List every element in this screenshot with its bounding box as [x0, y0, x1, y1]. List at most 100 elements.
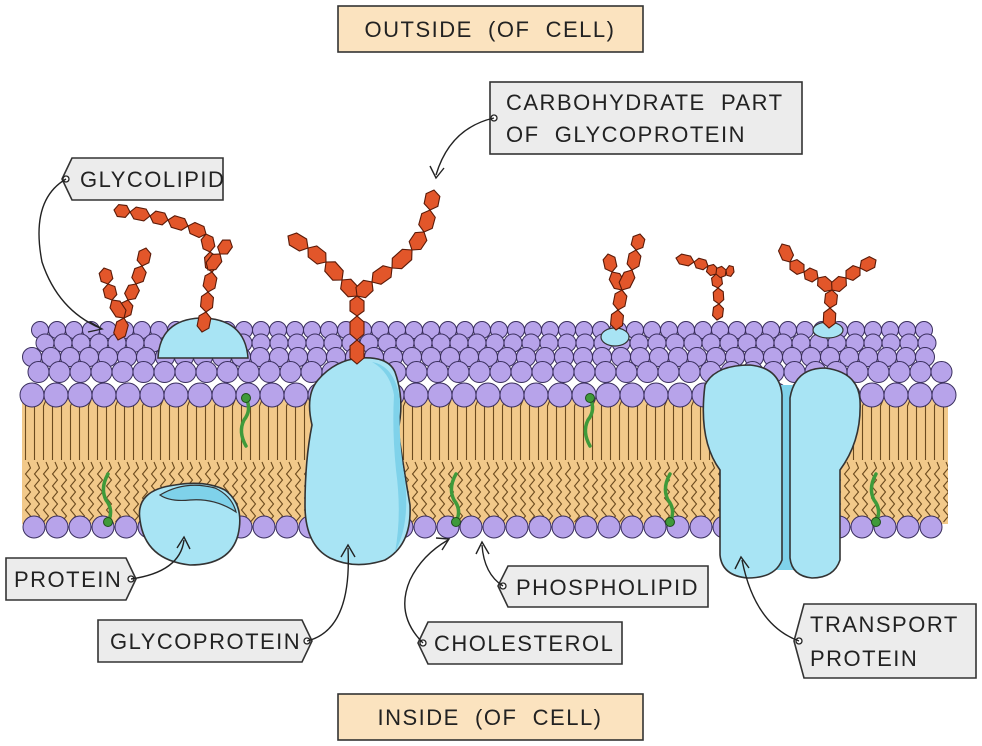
sugar-unit — [217, 239, 233, 255]
lipid-tail — [69, 400, 74, 460]
sugar-unit — [355, 279, 374, 299]
carbohydrate-label-box: CARBOHYDRATE PART OF GLYCOPROTEIN — [429, 81, 803, 180]
lipid-tail — [690, 461, 698, 523]
sugar-unit — [418, 209, 436, 233]
sugar-unit — [102, 283, 118, 301]
lipid-tail — [258, 400, 263, 460]
phospholipid-head — [174, 361, 197, 383]
sugar-unit — [712, 287, 725, 305]
glycoprotein-leader-line — [306, 547, 350, 642]
lipid-tail — [276, 461, 284, 523]
phospholipid-head — [258, 361, 281, 383]
sugar-unit — [630, 233, 646, 251]
sugar-unit — [618, 269, 636, 291]
phospholipid-head — [859, 382, 885, 408]
lipid-tail — [105, 461, 113, 523]
lipid-tail — [114, 461, 122, 523]
sugar-unit — [113, 203, 131, 219]
lipid-tail — [258, 461, 266, 523]
cholesterol-tail — [663, 472, 675, 524]
lipid-tail — [672, 400, 677, 460]
phospholipid-head — [187, 382, 213, 408]
phospholipid-head — [195, 361, 218, 383]
phospholipid-head — [574, 515, 598, 539]
phospholipid-head — [68, 515, 92, 539]
lipid-tail — [24, 400, 29, 460]
lipid-tail — [519, 461, 527, 523]
lipid-tail — [303, 400, 308, 460]
lipid-tail — [483, 461, 491, 523]
cholesterol-head — [103, 517, 113, 527]
lipid-tail — [249, 461, 257, 523]
sugar-unit — [408, 231, 428, 251]
sugar-unit — [307, 245, 327, 265]
phospholipid-leader-line — [481, 544, 504, 587]
sugar-unit — [817, 275, 833, 293]
lipid-tail — [645, 461, 653, 523]
lipid-tail — [141, 400, 146, 460]
lipid-tail — [906, 400, 911, 460]
glycoprotein-label: GLYCOPROTEIN — [110, 629, 301, 654]
sugar-unit — [371, 265, 393, 285]
membrane-proteins — [138, 317, 861, 579]
lipid-tail — [87, 400, 92, 460]
lipid-tail — [843, 461, 851, 523]
lipid-tail — [663, 400, 668, 460]
cholesterol-head — [451, 517, 461, 527]
lipid-tail — [492, 400, 497, 460]
glycoprotein-shade — [372, 362, 407, 552]
lipid-tail — [51, 400, 56, 460]
sugar-unit — [349, 295, 365, 317]
lipid-tail — [87, 461, 95, 523]
lipid-tail — [591, 461, 599, 523]
lipid-tail — [132, 461, 140, 523]
cholesterol-label-box: CHOLESTEROL — [404, 537, 623, 665]
phospholipid-head — [426, 361, 449, 383]
lipid-tail — [537, 461, 545, 523]
phospholipid-head — [90, 361, 113, 383]
cholesterol-molecules — [101, 393, 881, 527]
sugar-unit — [202, 271, 218, 293]
carbohydrate-leader-line — [435, 117, 495, 176]
lipid-tail — [897, 461, 905, 523]
lipid-tail — [510, 461, 518, 523]
lipid-tail — [420, 400, 425, 460]
lipid-tail — [42, 461, 50, 523]
lipid-tail — [249, 400, 254, 460]
phospholipid-head — [883, 382, 909, 408]
transport-arrowhead — [734, 555, 750, 570]
phospholipid-head — [573, 361, 596, 383]
lipid-tail — [294, 400, 299, 460]
phospholipid-head — [919, 515, 943, 539]
phospholipid-head — [69, 361, 92, 383]
cholesterol-label: CHOLESTEROL — [434, 631, 614, 656]
lipid-tail — [681, 461, 689, 523]
phospholipid-head — [909, 361, 932, 383]
outer-phospholipid-heads — [19, 321, 957, 408]
phospholipid-head — [547, 382, 573, 408]
lipid-tail — [231, 400, 236, 460]
phospholipid-label-box: PHOSPHOLIPID — [475, 540, 709, 608]
phospholipid-head — [163, 382, 189, 408]
phospholipid-head — [67, 382, 93, 408]
phospholipid-head — [114, 515, 138, 539]
lipid-tail — [645, 400, 650, 460]
phospholipid-head — [279, 361, 302, 383]
lipid-tail — [681, 400, 686, 460]
sugar-unit — [200, 233, 216, 253]
lipid-tail — [879, 400, 884, 460]
phospholipid-head — [505, 515, 529, 539]
phospholipid-head — [139, 382, 165, 408]
lipid-tail — [537, 400, 542, 460]
lipid-tail — [618, 400, 623, 460]
phospholipid-head — [427, 382, 453, 408]
lipid-tail — [582, 461, 590, 523]
lipid-tail — [447, 400, 452, 460]
lipid-tail — [546, 400, 551, 460]
glycoprotein-label-box: GLYCOPROTEIN — [97, 543, 356, 663]
sugar-unit — [349, 315, 365, 341]
lipid-tail — [474, 400, 479, 460]
sugar-unit — [287, 232, 309, 252]
carbohydrate-label-line2: OF GLYCOPROTEIN — [506, 122, 746, 147]
lipid-tail — [492, 461, 500, 523]
